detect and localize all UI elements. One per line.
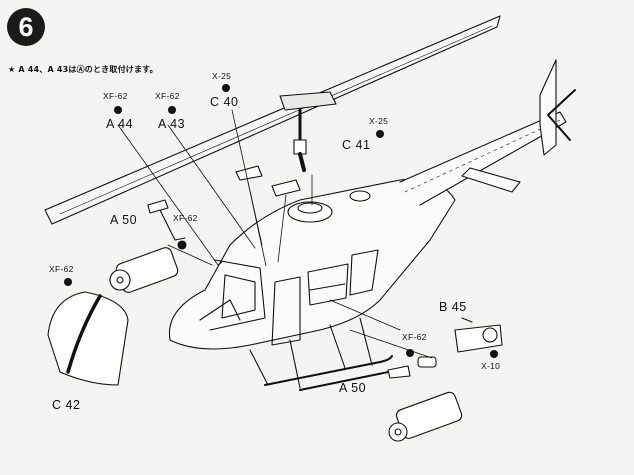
paint-label-x25: X-25	[212, 71, 232, 81]
paint-label-xf62: XF-62	[155, 91, 180, 101]
fuselage	[168, 59, 576, 350]
step-number-badge: 6	[7, 8, 45, 46]
paint-label-x10: X-10	[481, 361, 501, 371]
part-label-c41: C 41	[342, 138, 371, 152]
main-rotor	[44, 15, 501, 225]
left-rocket-pod	[109, 199, 187, 293]
leader-lines	[117, 109, 433, 359]
part-label-c42: C 42	[52, 398, 81, 412]
part-label-b45: B 45	[439, 300, 467, 314]
paint-label-xf62: XF-62	[103, 91, 128, 101]
small-parts-c40-c41	[235, 165, 301, 197]
part-label-c40: C 40	[210, 95, 239, 109]
paint-label-xf62: XF-62	[402, 332, 427, 342]
windshield-part-c42	[47, 291, 129, 386]
paint-markers	[64, 84, 498, 358]
paint-label-x25: X-25	[369, 116, 389, 126]
assembly-note: ★ A 44、A 43はⒶのとき取付けます。	[8, 65, 158, 74]
paint-label-xf62: XF-62	[49, 264, 74, 274]
part-label-a50-right: A 50	[339, 381, 367, 395]
part-label-a50-left: A 50	[110, 213, 138, 227]
paint-label-xf62: XF-62	[173, 213, 198, 223]
right-gun-and-pod	[387, 317, 503, 442]
part-label-a43: A 43	[158, 117, 186, 131]
part-label-a44: A 44	[106, 117, 134, 131]
